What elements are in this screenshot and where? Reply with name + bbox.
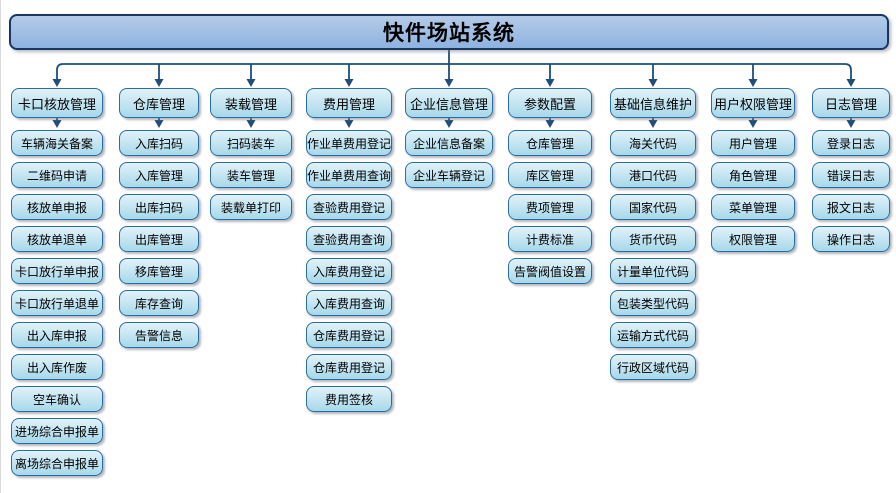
menu-node: 装车管理 — [210, 162, 292, 188]
category-header: 基础信息维护 — [610, 88, 696, 118]
category-column: 仓库管理入库扫码入库管理出库扫码出库管理移库管理库存查询告警信息 — [119, 0, 199, 493]
menu-node: 车辆海关备案 — [11, 130, 103, 156]
menu-node: 入库扫码 — [119, 130, 199, 156]
menu-node: 出库管理 — [119, 226, 199, 252]
menu-node: 报文日志 — [812, 194, 890, 220]
category-header: 日志管理 — [812, 88, 890, 118]
category-column: 卡口核放管理车辆海关备案二维码申请核放单申报核放单退单卡口放行单申报卡口放行单退… — [11, 0, 103, 493]
menu-node: 进场综合申报单 — [11, 418, 103, 444]
menu-node: 作业单费用登记 — [306, 130, 392, 156]
menu-node: 告警阀值设置 — [508, 258, 592, 284]
menu-node: 操作日志 — [812, 226, 890, 252]
menu-node: 查验费用查询 — [306, 226, 392, 252]
arrowhead-down-icon — [344, 79, 354, 87]
menu-node: 告警信息 — [119, 322, 199, 348]
menu-node: 出库扫码 — [119, 194, 199, 220]
menu-node: 包装类型代码 — [610, 290, 696, 316]
arrowhead-down-icon — [52, 120, 62, 128]
menu-node: 空车确认 — [11, 386, 103, 412]
arrowhead-down-icon — [246, 120, 256, 128]
arrowhead-down-icon — [545, 79, 555, 87]
menu-node: 出入库作废 — [11, 354, 103, 380]
menu-node: 出入库申报 — [11, 322, 103, 348]
arrowhead-down-icon — [846, 120, 856, 128]
category-header: 装载管理 — [210, 88, 292, 118]
menu-node: 仓库费用登记 — [306, 322, 392, 348]
menu-node: 装载单打印 — [210, 194, 292, 220]
category-column: 用户权限管理用户管理角色管理菜单管理权限管理 — [711, 0, 795, 493]
menu-node: 卡口放行单申报 — [11, 258, 103, 284]
arrowhead-down-icon — [648, 120, 658, 128]
menu-node: 二维码申请 — [11, 162, 103, 188]
menu-node: 行政区域代码 — [610, 354, 696, 380]
arrowhead-down-icon — [246, 79, 256, 87]
menu-node: 计量单位代码 — [610, 258, 696, 284]
menu-node: 查验费用登记 — [306, 194, 392, 220]
arrowhead-down-icon — [154, 79, 164, 87]
arrowhead-down-icon — [748, 120, 758, 128]
arrowhead-down-icon — [648, 79, 658, 87]
category-column: 费用管理作业单费用登记作业单费用查询查验费用登记查验费用查询入库费用登记入库费用… — [306, 0, 392, 493]
menu-node: 仓库管理 — [508, 130, 592, 156]
menu-node: 核放单退单 — [11, 226, 103, 252]
menu-node: 卡口放行单退单 — [11, 290, 103, 316]
menu-node: 核放单申报 — [11, 194, 103, 220]
category-header: 参数配置 — [508, 88, 592, 118]
menu-node: 移库管理 — [119, 258, 199, 284]
system-title-banner: 快件场站系统 — [9, 14, 889, 50]
category-header: 卡口核放管理 — [11, 88, 103, 118]
menu-node: 离场综合申报单 — [11, 450, 103, 476]
arrowhead-down-icon — [344, 120, 354, 128]
menu-node: 运输方式代码 — [610, 322, 696, 348]
menu-node: 库存查询 — [119, 290, 199, 316]
menu-node: 登录日志 — [812, 130, 890, 156]
category-header: 仓库管理 — [119, 88, 199, 118]
menu-node: 入库费用登记 — [306, 258, 392, 284]
page-title: 快件场站系统 — [383, 21, 515, 45]
category-column: 企业信息管理企业信息备案企业车辆登记 — [405, 0, 493, 493]
category-column: 装载管理扫码装车装车管理装载单打印 — [210, 0, 292, 493]
menu-node: 入库管理 — [119, 162, 199, 188]
menu-node: 企业车辆登记 — [405, 162, 493, 188]
menu-node: 入库费用查询 — [306, 290, 392, 316]
menu-node: 权限管理 — [711, 226, 795, 252]
arrowhead-down-icon — [52, 79, 62, 87]
menu-node: 仓库费用登记 — [306, 354, 392, 380]
menu-node: 海关代码 — [610, 130, 696, 156]
arrowhead-down-icon — [444, 79, 454, 87]
menu-node: 企业信息备案 — [405, 130, 493, 156]
category-column: 日志管理登录日志错误日志报文日志操作日志 — [812, 0, 890, 493]
arrowhead-down-icon — [846, 79, 856, 87]
menu-node: 菜单管理 — [711, 194, 795, 220]
category-column: 基础信息维护海关代码港口代码国家代码货币代码计量单位代码包装类型代码运输方式代码… — [610, 0, 696, 493]
arrowhead-down-icon — [154, 120, 164, 128]
menu-node: 扫码装车 — [210, 130, 292, 156]
category-header: 费用管理 — [306, 88, 392, 118]
menu-node: 货币代码 — [610, 226, 696, 252]
menu-node: 费用签核 — [306, 386, 392, 412]
category-header: 用户权限管理 — [711, 88, 795, 118]
arrowhead-down-icon — [545, 120, 555, 128]
category-header: 企业信息管理 — [405, 88, 493, 118]
menu-node: 错误日志 — [812, 162, 890, 188]
menu-node: 国家代码 — [610, 194, 696, 220]
category-column: 参数配置仓库管理库区管理费项管理计费标准告警阀值设置 — [508, 0, 592, 493]
arrowhead-down-icon — [748, 79, 758, 87]
menu-node: 计费标准 — [508, 226, 592, 252]
menu-node: 角色管理 — [711, 162, 795, 188]
menu-node: 港口代码 — [610, 162, 696, 188]
menu-node: 库区管理 — [508, 162, 592, 188]
menu-node: 用户管理 — [711, 130, 795, 156]
menu-node: 作业单费用查询 — [306, 162, 392, 188]
arrowhead-down-icon — [444, 120, 454, 128]
menu-node: 费项管理 — [508, 194, 592, 220]
